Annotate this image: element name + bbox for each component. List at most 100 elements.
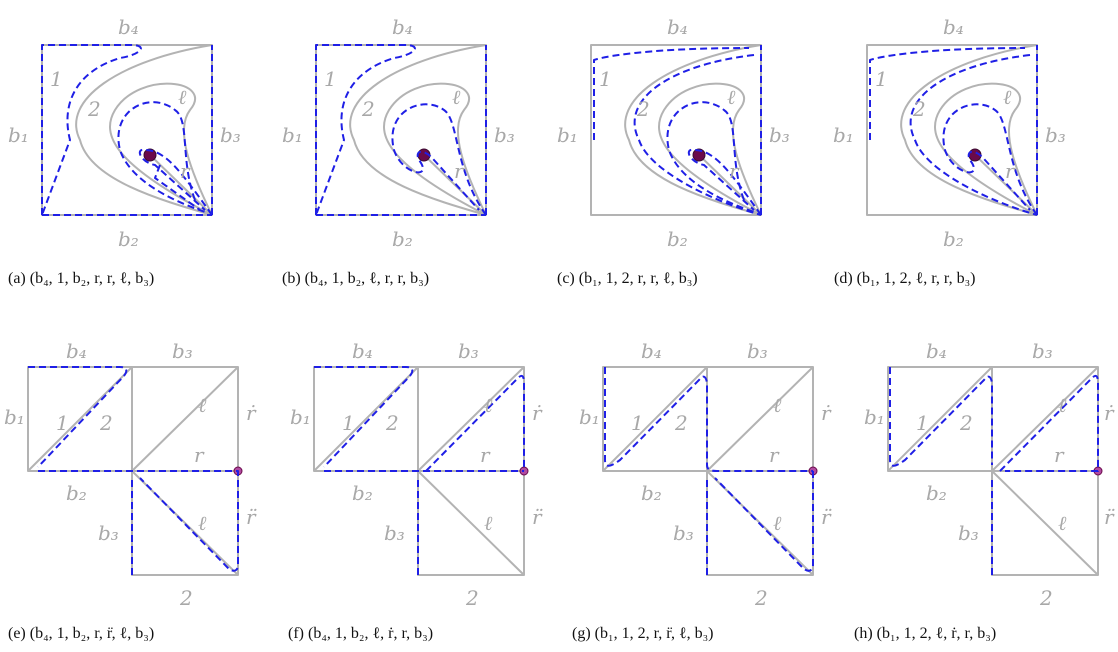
label-ell: ℓ (198, 393, 207, 417)
caption-d: (d) (b₁, 1, 2, ℓ, r, r, b₃) (834, 270, 976, 287)
caption-c: (c) (b₁, 1, 2, r, r, ℓ, b₃) (557, 270, 698, 287)
label-rdot: ṙ (821, 401, 832, 425)
label-b4: b₄ (926, 339, 947, 363)
label-b3: b₃ (220, 123, 241, 147)
label-ell: ℓ (452, 85, 461, 109)
label-1: 1 (342, 411, 355, 435)
label-1: 1 (50, 67, 63, 91)
label-r: r (194, 443, 205, 467)
label-1: 1 (599, 67, 612, 91)
panel-h (887, 366, 1103, 576)
label-b2: b₂ (943, 227, 964, 251)
label-b4: b₄ (66, 339, 87, 363)
label-r: r (480, 443, 491, 467)
label-b1: b₁ (579, 405, 600, 429)
label-b2: b₂ (66, 481, 87, 505)
label-ell: ℓ (773, 511, 782, 535)
label-b3: b₃ (1045, 123, 1066, 147)
label-b3: b₃ (384, 521, 405, 545)
panel-f (313, 366, 529, 576)
caption-h: (h) (b₁, 1, 2, ℓ, ṙ, r, b₃) (854, 625, 997, 642)
label-ell: ℓ (773, 393, 782, 417)
label-ell: ℓ (198, 511, 207, 535)
label-2: 2 (1039, 586, 1053, 610)
labels-bottom: b₄ b₃ b₁ 1 2 ℓ r ṙ b₂ b₃ ℓ r̈ 2 b₄ b₃ b₁… (4, 339, 1115, 610)
label-b4: b₄ (392, 15, 413, 39)
caption-a: (a) (b₄, 1, b₂, r, r, ℓ, b₃) (8, 270, 155, 287)
label-2: 2 (179, 586, 193, 610)
label-ell: ℓ (484, 393, 493, 417)
label-1: 1 (631, 411, 644, 435)
caption-e: (e) (b₄, 1, b₂, r, r̈, ℓ, b₃) (8, 625, 155, 642)
label-b3: b₃ (1032, 339, 1053, 363)
label-b1: b₁ (290, 405, 311, 429)
label-rdot: ṙ (532, 401, 543, 425)
label-r: r (454, 159, 465, 183)
label-2: 2 (636, 97, 650, 121)
label-b2: b₂ (118, 227, 139, 251)
label-b3: b₃ (747, 339, 768, 363)
label-rddot: r̈ (532, 505, 543, 529)
labels-top: b₄ b₁ b₃ b₂ 1 2 ℓ r b₄ b₁ b₃ b₂ 1 2 ℓ r … (8, 15, 1066, 251)
label-b3: b₃ (98, 521, 119, 545)
panel-e (27, 366, 243, 576)
label-b3: b₃ (958, 521, 979, 545)
label-b3: b₃ (458, 339, 479, 363)
label-ell: ℓ (484, 511, 493, 535)
label-ell: ℓ (1003, 85, 1012, 109)
label-rddot: r̈ (246, 505, 257, 529)
label-r: r (729, 159, 740, 183)
label-b1: b₁ (282, 123, 303, 147)
label-b4: b₄ (352, 339, 373, 363)
label-2: 2 (959, 411, 973, 435)
label-b1: b₁ (833, 123, 854, 147)
label-2: 2 (674, 411, 688, 435)
label-b2: b₂ (641, 481, 662, 505)
panel-a (41, 44, 213, 216)
panel-c (590, 44, 762, 216)
label-ell: ℓ (727, 85, 736, 109)
label-b4: b₄ (118, 15, 139, 39)
caption-b: (b) (b₄, 1, b₂, ℓ, r, r, b₃) (282, 270, 430, 287)
label-b4: b₄ (943, 15, 964, 39)
label-b1: b₁ (8, 123, 29, 147)
label-ell: ℓ (1058, 511, 1067, 535)
label-b1: b₁ (4, 405, 25, 429)
label-b2: b₂ (392, 227, 413, 251)
label-2: 2 (465, 586, 479, 610)
label-2: 2 (87, 97, 101, 121)
label-b2: b₂ (926, 481, 947, 505)
label-2: 2 (99, 411, 113, 435)
label-r: r (1005, 159, 1016, 183)
caption-g: (g) (b₁, 1, 2, r, r̈, ℓ, b₃) (572, 625, 714, 642)
caption-f: (f) (b₄, 1, b₂, ℓ, ṙ, r, b₃) (288, 625, 434, 642)
label-rddot: r̈ (821, 505, 832, 529)
label-r: r (180, 159, 191, 183)
label-r: r (769, 443, 780, 467)
panel-b (315, 44, 487, 216)
label-1: 1 (875, 67, 888, 91)
label-rdot: ṙ (246, 401, 257, 425)
label-2: 2 (361, 97, 375, 121)
label-ell: ℓ (178, 85, 187, 109)
label-b2: b₂ (667, 227, 688, 251)
label-b4: b₄ (641, 339, 662, 363)
label-2: 2 (385, 411, 399, 435)
label-b3: b₃ (494, 123, 515, 147)
label-r: r (1054, 443, 1065, 467)
label-2: 2 (912, 97, 926, 121)
label-1: 1 (324, 67, 337, 91)
label-b1: b₁ (864, 405, 885, 429)
label-1: 1 (56, 411, 69, 435)
panel-d (866, 44, 1038, 216)
label-2: 2 (754, 586, 768, 610)
label-b3: b₃ (769, 123, 790, 147)
label-1: 1 (916, 411, 929, 435)
label-b1: b₁ (557, 123, 578, 147)
label-b3: b₃ (673, 521, 694, 545)
label-rddot: r̈ (1104, 505, 1115, 529)
label-b3: b₃ (172, 339, 193, 363)
label-b4: b₄ (667, 15, 688, 39)
label-rdot: ṙ (1104, 401, 1115, 425)
